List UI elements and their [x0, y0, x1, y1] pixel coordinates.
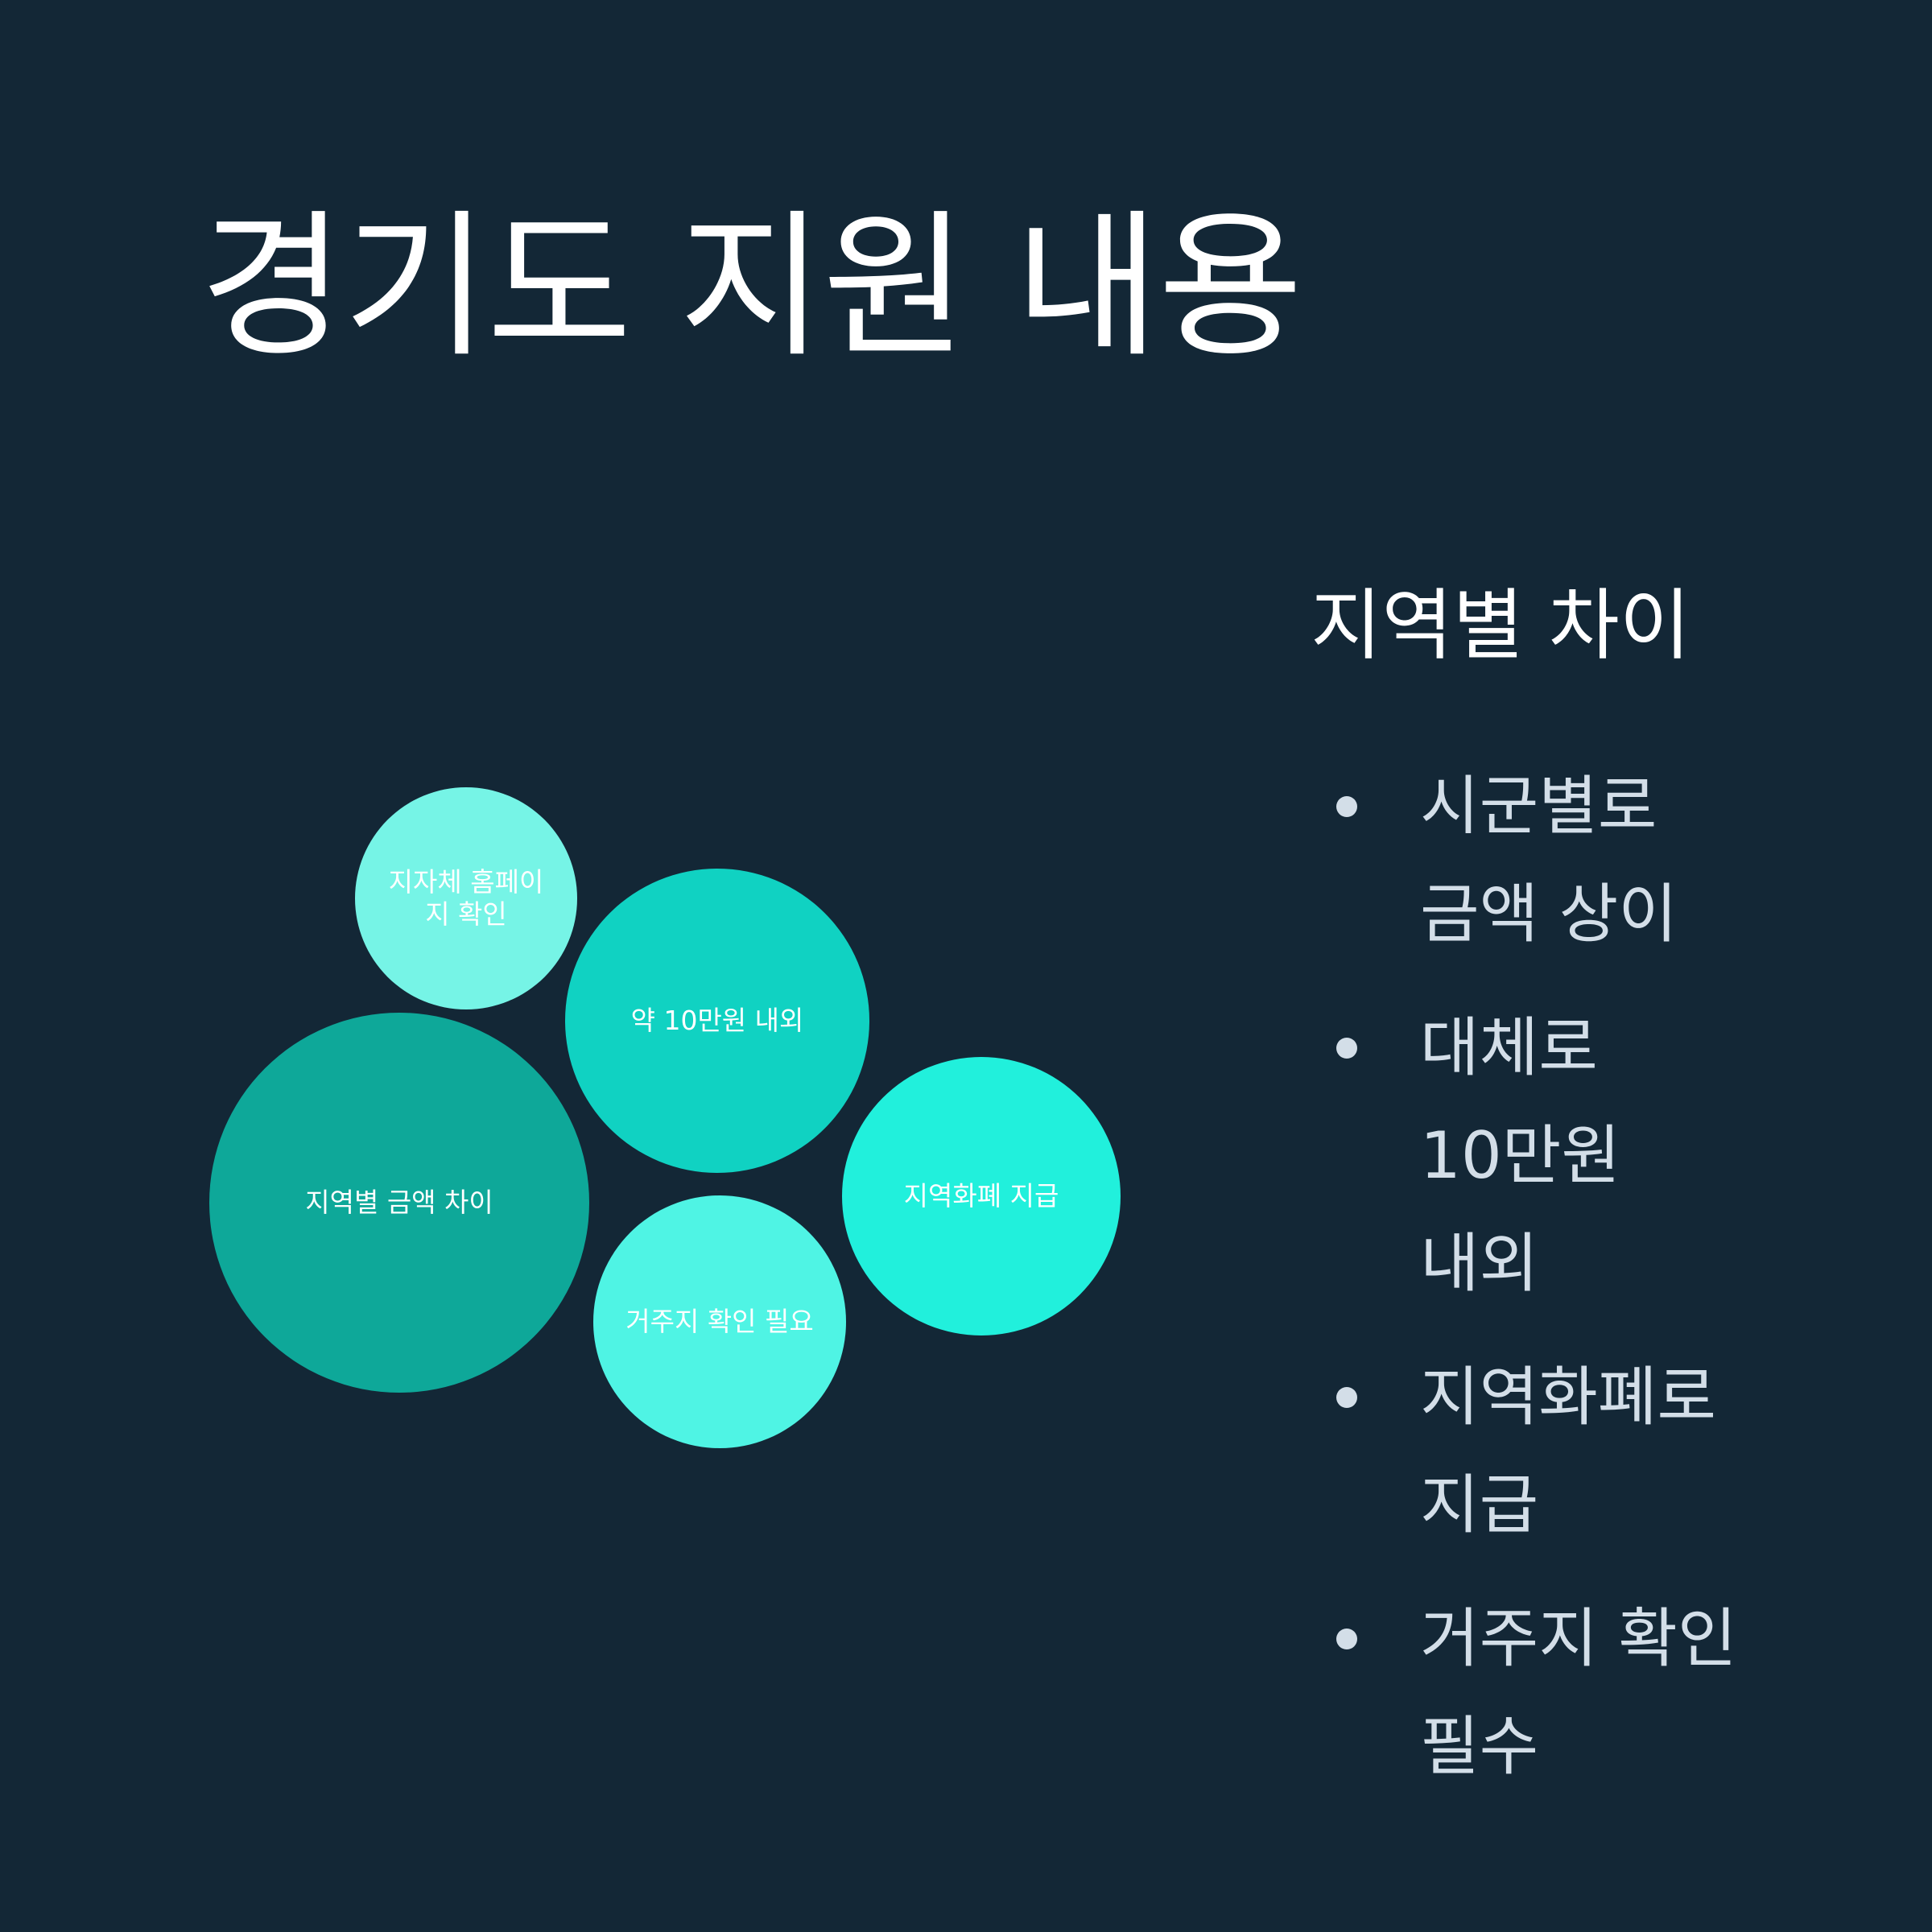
list-item-text: 지역화폐로 지급: [1420, 1360, 1716, 1543]
bubble-label: 지자체 홈페이지 확인: [388, 866, 544, 930]
list-item: 시군별로 금액 상이: [1311, 753, 1842, 968]
bubble-regional-difference: 지역별 금액 차이: [209, 1013, 589, 1393]
list-item: 거주지 확인 필수: [1311, 1585, 1842, 1801]
list-item: 대체로 10만원 내외: [1311, 994, 1842, 1318]
list-item: 지역화폐로 지급: [1311, 1344, 1842, 1559]
list-item-text: 대체로 10만원 내외: [1420, 1010, 1620, 1302]
bubble-label: 거주지 확인 필요: [625, 1306, 814, 1338]
list-item-text: 시군별로 금액 상이: [1420, 769, 1678, 952]
panel-heading: 지역별 차이: [1311, 580, 1691, 671]
bubble-label: 지역화폐 지급: [903, 1180, 1059, 1212]
bubble-amount: 약 10만원 내외: [565, 869, 869, 1173]
bullet-dot-icon: [1336, 796, 1357, 818]
summary-panel: 지역별 차이 시군별로 금액 상이 대체로 10만원 내외 지역화폐로 지급 거…: [1311, 580, 1842, 1827]
list-item-text: 거주지 확인 필수: [1420, 1601, 1737, 1785]
bubble-homepage-check: 지자체 홈페이지 확인: [355, 787, 577, 1009]
bubble-local-currency: 지역화폐 지급: [842, 1057, 1121, 1335]
bubble-label: 지역별 금액 차이: [305, 1187, 493, 1219]
bullet-dot-icon: [1336, 1387, 1357, 1409]
bullet-dot-icon: [1336, 1629, 1357, 1650]
bubble-residence-check: 거주지 확인 필요: [593, 1195, 846, 1448]
page-title: 경기도 지원 내용: [200, 196, 1303, 379]
bullet-list: 시군별로 금액 상이 대체로 10만원 내외 지역화폐로 지급 거주지 확인 필…: [1311, 753, 1842, 1801]
bubble-label: 약 10만원 내외: [630, 1005, 804, 1037]
bullet-dot-icon: [1336, 1038, 1357, 1059]
